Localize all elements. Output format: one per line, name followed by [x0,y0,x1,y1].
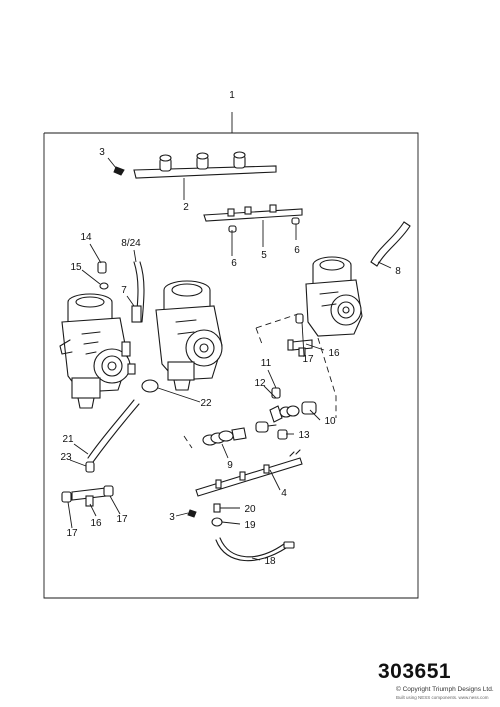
callout-17: 17 [66,528,78,539]
fuel-tee-right [287,313,313,357]
fuel-hose-part [87,399,140,463]
assembly-frame [43,112,419,599]
linkage-guides [183,313,337,449]
callout-8: 8 [395,266,401,277]
callout-1: 1 [229,90,235,101]
fuel-tee-left [61,461,114,507]
callout-16: 16 [90,518,102,529]
callout-12: 12 [254,378,266,389]
small-fittings [97,261,109,290]
choke-shaft-part [195,449,303,497]
callout-7: 7 [121,285,127,296]
callout-13: 13 [298,430,310,441]
choke-cable-part [215,537,295,562]
callout-19: 19 [244,520,256,531]
callout-2: 2 [183,202,189,213]
callout-17: 17 [116,514,128,525]
callout-5: 5 [261,250,267,261]
callout-3: 3 [99,147,105,158]
carburettor-right [305,256,363,337]
carburettor-left [59,293,136,409]
vent-hose-part [370,221,411,267]
callout-6: 6 [231,258,237,269]
callout-21: 21 [62,434,74,445]
callout-23: 23 [60,452,72,463]
callout-18: 18 [264,556,276,567]
copyright-text: © Copyright Triumph Designs Ltd. [396,686,494,693]
footer-note: Built using NESS components. www.ness.co… [396,695,489,700]
diagram-number: 303651 [378,660,452,683]
callout-20: 20 [244,504,256,515]
callout-4: 4 [281,488,287,499]
callout-6: 6 [294,245,300,256]
bracket-part [203,204,303,233]
callout-17: 17 [302,354,314,365]
callout-14: 14 [80,232,92,243]
screw-part [113,166,125,176]
callout-10: 10 [324,416,336,427]
callout-labels: 1 2 3 3 4 5 6 6 7 8 8/24 9 10 11 12 13 1… [60,90,401,567]
callout-22: 22 [200,398,212,409]
callout-9: 9 [227,460,233,471]
linkage-parts [202,387,317,446]
callout-3: 3 [169,512,175,523]
leader-lines [67,157,392,561]
carburettor-centre [131,280,223,393]
callout-15: 15 [70,262,82,273]
callout-11: 11 [261,358,272,369]
callout-16: 16 [328,348,340,359]
callout-8-24: 8/24 [121,238,141,249]
fuel-rail-part [133,151,277,179]
cable-fittings [187,503,223,527]
